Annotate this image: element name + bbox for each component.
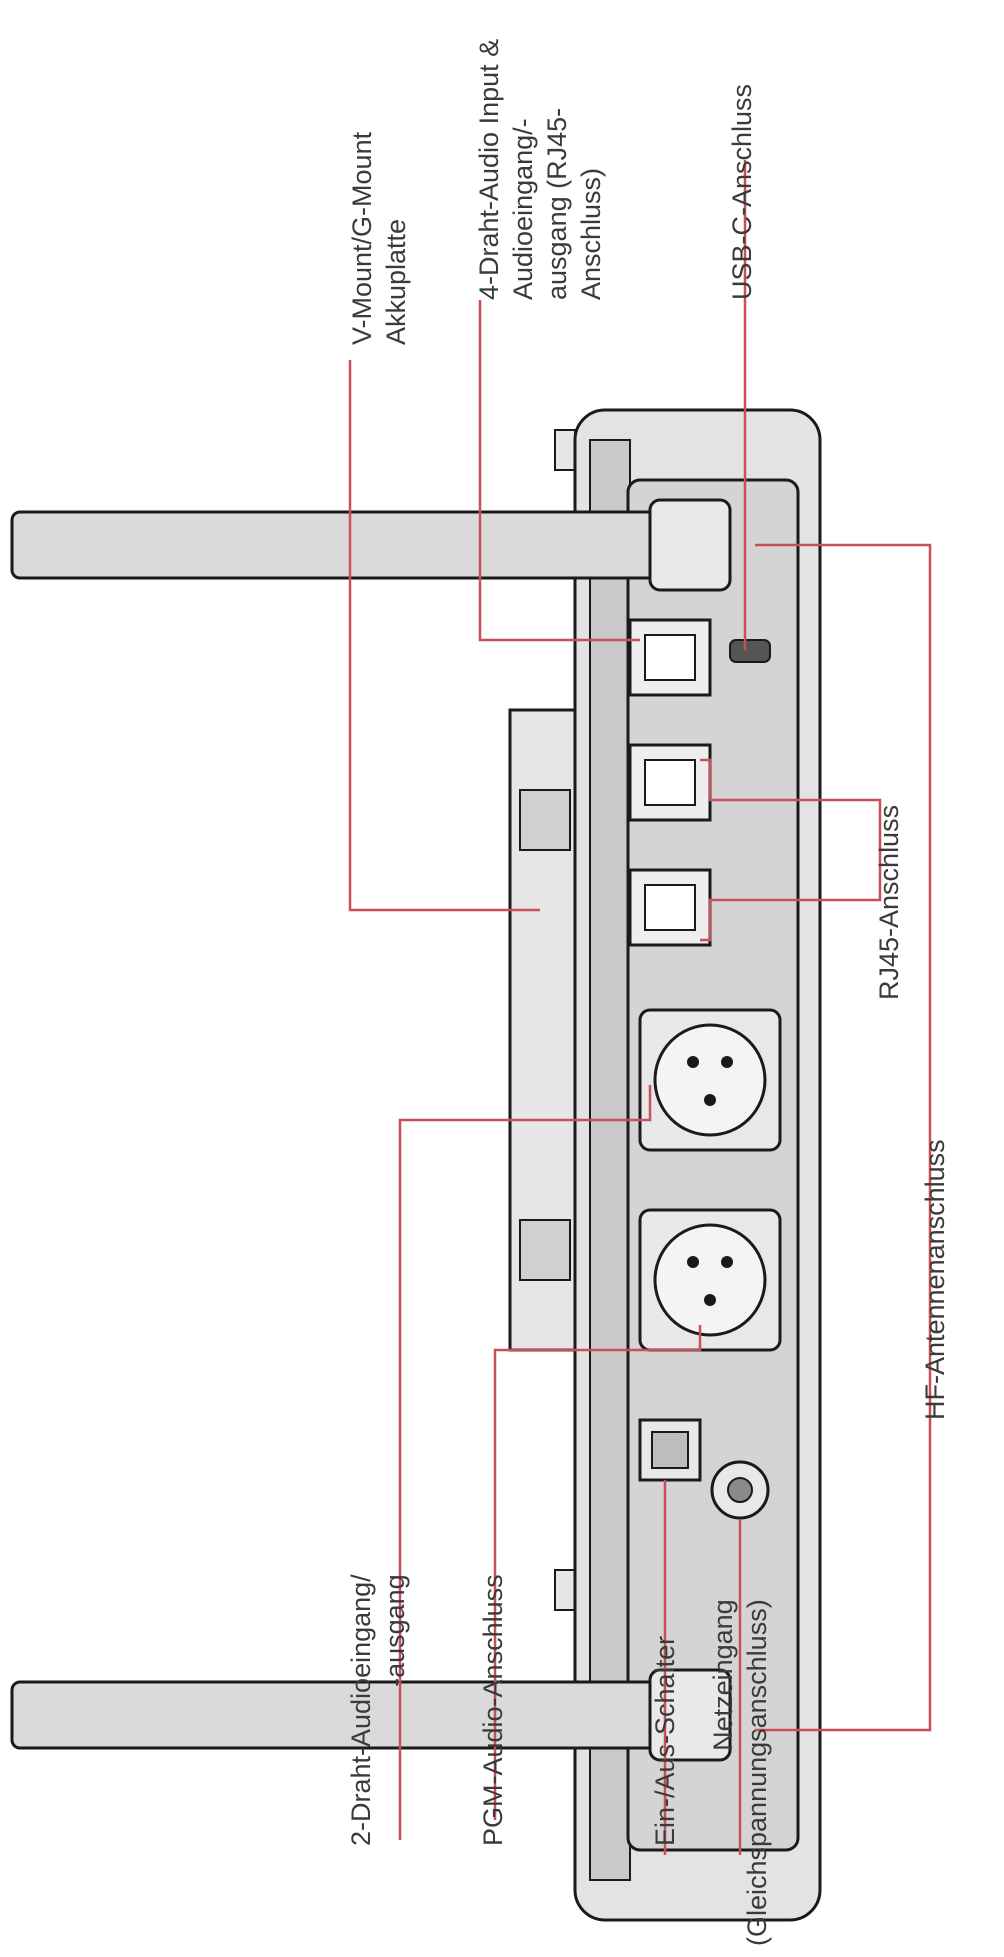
label-4-wire-audio-line-3: ausgang (RJ45-	[542, 107, 572, 300]
label-power-switch-line-1: Ein-/Aus-Schalter	[650, 1635, 680, 1846]
label-usb-c-line-1: USB-C-Anschluss	[727, 83, 757, 300]
antenna-top	[10, 498, 732, 592]
rj45-port	[628, 618, 712, 697]
label-2-wire-audio-line-1: 2-Draht-Audioeingang/	[346, 1574, 376, 1846]
label-rj45-interface-line-1: RJ45-Anschluss	[874, 804, 904, 1000]
label-battery-plate-line-1: V-Mount/G-Mount	[347, 131, 377, 345]
antenna-bottom	[10, 1668, 732, 1762]
leader-2-wire-audio	[398, 1085, 652, 1840]
rj45-port	[628, 868, 712, 947]
dc-input-jack	[710, 1460, 770, 1520]
label-power-input-line-2: (Gleichspannungsanschluss)	[742, 1599, 772, 1946]
battery-plate-latch	[554, 1569, 576, 1611]
battery-plate-tab	[519, 789, 571, 851]
antenna-connector	[648, 498, 732, 592]
battery-plate-tab	[519, 1219, 571, 1281]
leader-rj45	[700, 758, 882, 942]
label-hf-antenna-line-1: HF-Antennenanschluss	[920, 1139, 950, 1420]
label-power-input-line-1: Netzeingang	[708, 1599, 738, 1751]
leader-pgm-audio	[493, 1325, 702, 1820]
leader-hf-antenna	[755, 543, 932, 1732]
body-side-edge	[589, 439, 631, 1881]
xlr-connector	[638, 1008, 782, 1152]
power-switch	[638, 1418, 702, 1482]
rj45-port	[628, 743, 712, 822]
label-2-wire-audio-line-2: -ausgang	[380, 1574, 410, 1687]
usb-c-port	[729, 639, 771, 663]
leader-lines	[348, 160, 932, 1855]
label-battery-plate-line-2: Akkuplatte	[381, 218, 411, 345]
label-4-wire-audio-line-4: Anschluss)	[576, 167, 606, 300]
antenna-rod	[10, 510, 714, 580]
label-pgm-audio-line-1: PGM-Audio-Anschluss	[478, 1574, 508, 1846]
label-4-wire-audio-line-2: Audioeingang/-	[508, 118, 538, 300]
xlr-connector	[638, 1208, 782, 1352]
leader-4-wire-audio	[478, 300, 640, 642]
label-4-wire-audio-line-1: 4-Draht-Audio Input &	[474, 38, 504, 300]
leader-battery-plate	[348, 360, 540, 912]
battery-plate-latch	[554, 429, 576, 471]
antenna-connector	[648, 1668, 732, 1762]
